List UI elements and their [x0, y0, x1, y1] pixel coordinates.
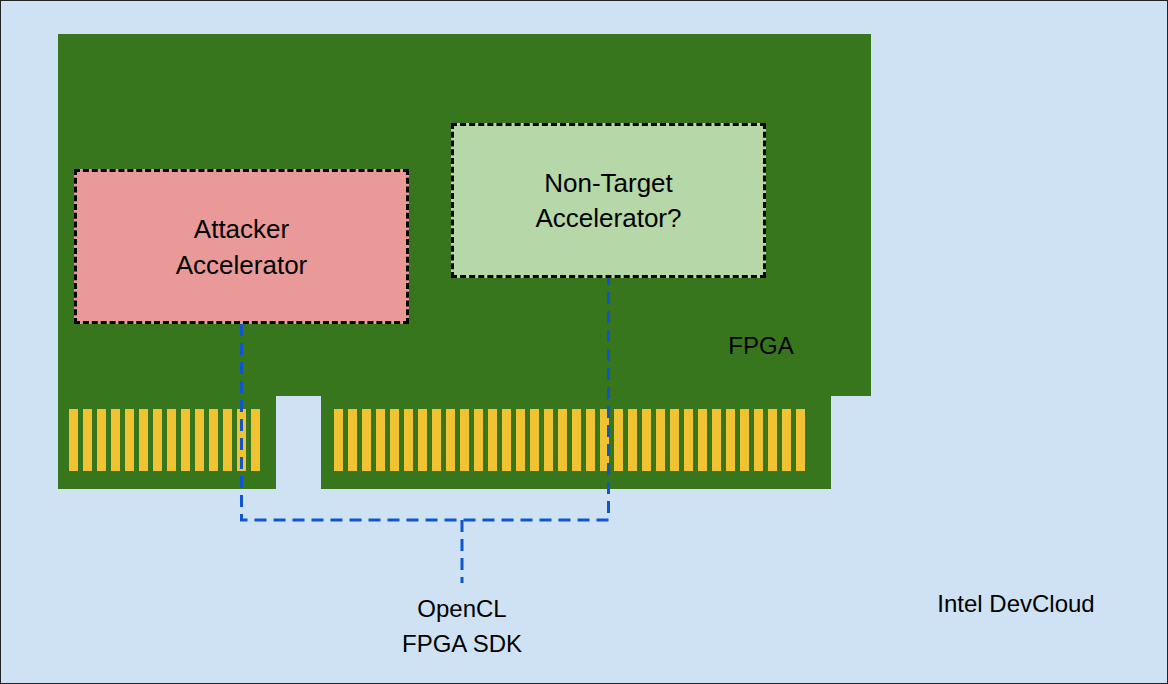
- device-label: FPGA: [701, 329, 821, 363]
- gold-finger: [251, 409, 260, 471]
- gold-finger: [362, 409, 371, 471]
- text-holder: OpenCL FPGA SDK: [382, 591, 542, 661]
- gold-finger: [334, 409, 343, 471]
- accelerator-box: Attacker Accelerator: [74, 169, 409, 324]
- gold-finger: [418, 409, 427, 471]
- card-outline: [58, 34, 871, 489]
- gold-finger: [460, 409, 469, 471]
- gold-finger: [83, 409, 92, 471]
- gold-finger: [502, 409, 511, 471]
- gold-finger: [223, 409, 232, 471]
- gold-finger: [432, 409, 441, 471]
- gold-finger: [726, 409, 735, 471]
- gold-finger: [153, 409, 162, 471]
- gold-finger: [125, 409, 134, 471]
- gold-finger: [698, 409, 707, 471]
- gold-finger: [69, 409, 78, 471]
- text-holder: FPGA: [701, 329, 821, 363]
- gold-finger: [712, 409, 721, 471]
- gold-finger: [600, 409, 609, 471]
- bus-connector: [242, 278, 609, 520]
- sdk-leader-line: [461, 520, 464, 583]
- gold-finger: [656, 409, 665, 471]
- gold-finger: [782, 409, 791, 471]
- gold-finger: [642, 409, 651, 471]
- gold-finger: [754, 409, 763, 471]
- gold-finger: [544, 409, 553, 471]
- gold-finger: [376, 409, 385, 471]
- gold-finger: [614, 409, 623, 471]
- platform-label: Intel DevCloud: [926, 585, 1106, 622]
- gold-finger: [195, 409, 204, 471]
- gold-finger: [167, 409, 176, 471]
- gold-finger: [684, 409, 693, 471]
- gold-finger: [572, 409, 581, 471]
- gold-finger: [139, 409, 148, 471]
- gold-finger: [558, 409, 567, 471]
- gold-finger: [181, 409, 190, 471]
- gold-finger: [97, 409, 106, 471]
- sdk-label: OpenCL FPGA SDK: [382, 591, 542, 661]
- gold-finger: [796, 409, 805, 471]
- accelerator-label: Attacker Accelerator: [152, 211, 332, 283]
- gold-finger: [446, 409, 455, 471]
- gold-finger: [740, 409, 749, 471]
- gold-finger: [516, 409, 525, 471]
- gold-finger: [474, 409, 483, 471]
- gold-finger: [390, 409, 399, 471]
- gold-finger: [586, 409, 595, 471]
- text-holder: Intel DevCloud: [926, 585, 1106, 622]
- gold-finger: [530, 409, 539, 471]
- gold-finger: [348, 409, 357, 471]
- gold-finger: [670, 409, 679, 471]
- gold-finger: [628, 409, 637, 471]
- accelerator-label: Non-Target Accelerator?: [509, 166, 709, 236]
- gold-finger: [404, 409, 413, 471]
- fpga-card: FPGA Attacker Accelerator Non-Target Accel…: [58, 34, 871, 489]
- gold-finger: [237, 409, 246, 471]
- gold-finger: [768, 409, 777, 471]
- gold-finger: [488, 409, 497, 471]
- gold-finger: [111, 409, 120, 471]
- accelerator-box: Non-Target Accelerator?: [451, 123, 766, 278]
- gold-finger: [209, 409, 218, 471]
